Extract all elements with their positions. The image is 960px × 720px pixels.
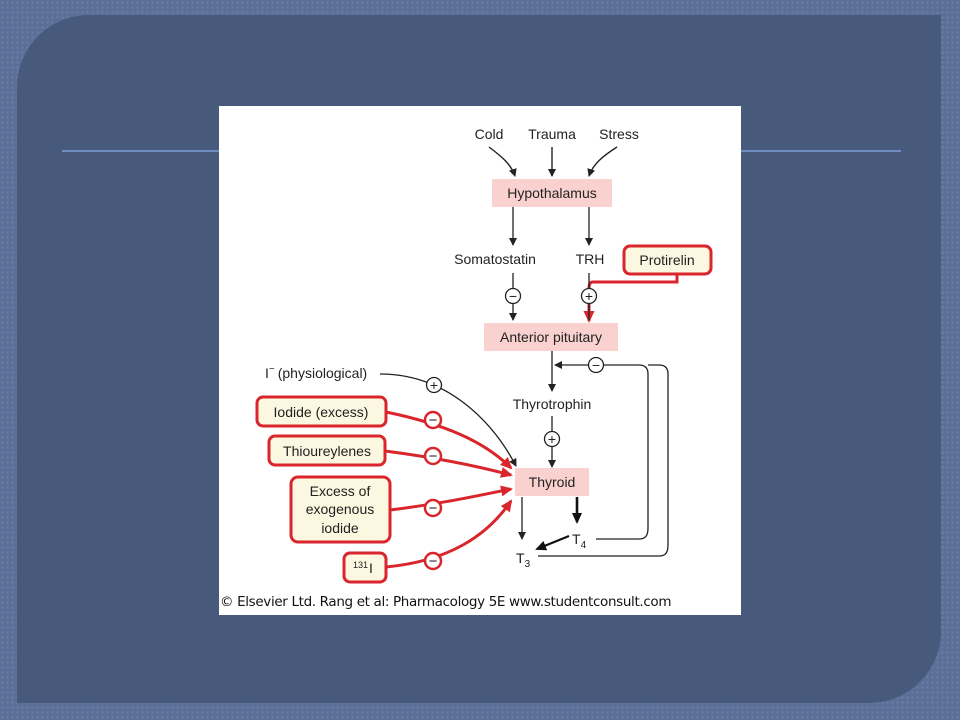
minus-sign-feedback	[587, 356, 605, 374]
trh-label: TRH	[576, 251, 605, 267]
anterior-pituitary-label: Anterior pituitary	[500, 329, 602, 345]
plus-sign-physiological-iodide	[425, 376, 443, 394]
radioiodine-box	[342, 551, 388, 584]
minus-sign-exogenous-iodide-text: −	[429, 500, 438, 517]
arrow-iodide-excess-to-thyroid	[385, 410, 513, 470]
thioureylenes-label: Thioureylenes	[283, 443, 371, 459]
minus-sign-iodide-excess-text: −	[429, 412, 438, 429]
title-rule-left	[62, 150, 220, 152]
minus-sign-radioiodine-text: −	[429, 553, 438, 570]
arrow-radioiodine-to-thyroid	[385, 499, 513, 569]
exogenous-iodide-line1: Excess of	[310, 483, 371, 499]
protirelin-box	[622, 244, 713, 276]
thyroid-regulation-figure: Cold Trauma Stress Hypothalamus Somatost…	[219, 106, 741, 615]
t4-label: T4	[572, 531, 587, 551]
plus-sign-physiological-iodide-text: +	[430, 377, 438, 393]
minus-sign-somatostatin	[504, 287, 522, 305]
iodide-excess-box	[255, 395, 388, 428]
thyrotrophin-label: Thyrotrophin	[513, 396, 592, 412]
title-rule-right	[741, 150, 901, 152]
iodide-excess-label: Iodide (excess)	[274, 404, 369, 420]
minus-sign-iodide-excess	[423, 410, 443, 430]
minus-sign-somatostatin-text: −	[509, 288, 517, 304]
feedback-t4-to-pituitary	[554, 361, 649, 540]
hypothalamus-box	[492, 179, 612, 207]
minus-sign-radioiodine	[423, 551, 443, 571]
thyroid-box	[515, 468, 589, 496]
exogenous-iodide-line2: exogenous	[306, 501, 375, 517]
exogenous-iodide-line3: iodide	[321, 520, 359, 536]
arrow-cold-to-hypothalamus	[488, 146, 517, 177]
thyroid-diagram: Cold Trauma Stress Hypothalamus Somatost…	[255, 126, 713, 584]
minus-sign-thioureylenes	[423, 446, 443, 466]
minus-sign-feedback-text: −	[592, 357, 600, 373]
thyroid-label: Thyroid	[529, 474, 576, 490]
stimulus-trauma: Trauma	[528, 126, 576, 142]
arrow-exogenous-iodide-to-thyroid	[389, 485, 513, 512]
plus-sign-thyrotrophin-text: +	[548, 431, 556, 447]
figure-credit: © Elsevier Ltd. Rang et al: Pharmacology…	[220, 594, 672, 610]
anterior-pituitary-box	[484, 323, 618, 351]
iodide-physiological-label: I−(physiological)	[265, 364, 367, 381]
arrow-physiological-iodide-to-thyroid	[379, 373, 517, 467]
t3-label: T3	[516, 550, 531, 570]
arrow-protirelin-to-pituitary	[583, 274, 679, 323]
thioureylenes-box	[267, 434, 387, 467]
arrow-stress-to-hypothalamus	[587, 146, 618, 177]
stimulus-stress: Stress	[599, 126, 639, 142]
minus-sign-thioureylenes-text: −	[429, 448, 438, 465]
minus-sign-exogenous-iodide	[423, 498, 443, 518]
arrow-t4-to-t3	[535, 534, 570, 551]
radioiodine-label: 131I	[353, 560, 373, 576]
hypothalamus-label: Hypothalamus	[507, 185, 597, 201]
protirelin-label: Protirelin	[639, 252, 694, 268]
arrow-thioureylenes-to-thyroid	[384, 449, 513, 478]
somatostatin-label: Somatostatin	[454, 251, 536, 267]
plus-sign-trh-text: +	[585, 288, 593, 304]
plus-sign-trh	[580, 287, 598, 305]
feedback-t3-to-pituitary	[538, 364, 669, 557]
stimulus-cold: Cold	[475, 126, 504, 142]
plus-sign-thyrotrophin	[543, 430, 561, 448]
